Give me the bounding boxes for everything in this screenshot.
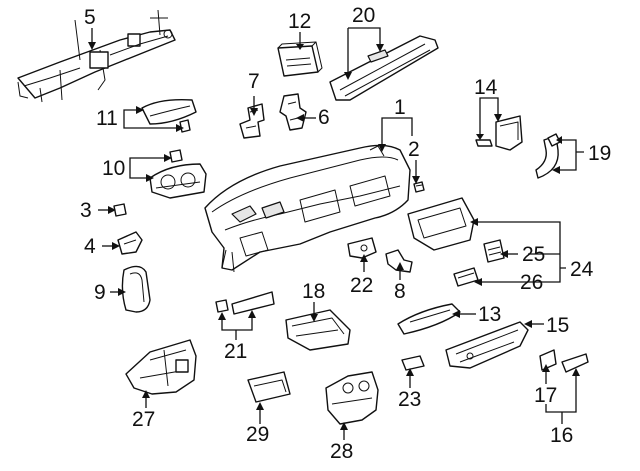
callout-8: 8 (394, 280, 406, 303)
part-1-instrument-panel (204, 144, 411, 273)
callout-15: 15 (546, 314, 569, 337)
callout-28: 28 (330, 440, 353, 463)
callout-20: 20 (352, 4, 375, 27)
part-23-panel (401, 355, 425, 371)
part-29-storage-bin (247, 371, 291, 403)
callout-22: 22 (350, 274, 373, 297)
callout-11: 11 (96, 107, 118, 130)
part-8-bracket (385, 249, 413, 273)
part-25-vent (483, 239, 505, 263)
callout-25: 25 (522, 243, 545, 266)
callout-7: 7 (248, 70, 260, 93)
callout-2: 2 (408, 138, 420, 161)
callout-26: 26 (520, 271, 543, 294)
part-15-glove-box (445, 321, 529, 369)
part-5-cross-car-beam (17, 9, 176, 103)
part-10-cluster-bezel (149, 149, 207, 199)
callout-5: 5 (84, 6, 96, 29)
callout-9: 9 (94, 281, 106, 304)
part-11-trim (141, 98, 197, 133)
part-18-lower-panel (285, 309, 351, 351)
callout-16: 16 (550, 424, 573, 447)
callout-4: 4 (84, 235, 96, 258)
part-14-trim (475, 115, 523, 151)
part-4-bracket (117, 231, 143, 255)
callout-18: 18 (302, 280, 325, 303)
part-9-end-cap (121, 265, 151, 313)
callout-24: 24 (570, 258, 594, 281)
callout-27: 27 (132, 408, 155, 431)
part-27-lower-bracket (125, 339, 197, 395)
callout-23: 23 (398, 388, 421, 411)
part-13-bolster (397, 303, 461, 335)
callout-17: 17 (534, 384, 557, 407)
part-3-clip (113, 203, 127, 217)
part-17-trim (539, 349, 557, 371)
part-16-trim (561, 353, 589, 373)
part-24-center-bezel (407, 197, 475, 251)
callout-labels: 5 12 20 7 6 11 1 2 14 19 10 3 4 9 25 24 … (80, 4, 611, 463)
part-21-trim (215, 291, 275, 315)
part-2-bolt (413, 181, 425, 193)
callout-14: 14 (474, 76, 498, 99)
part-28-center-bracket (325, 371, 379, 425)
callout-3: 3 (80, 199, 92, 222)
callout-6: 6 (318, 106, 330, 129)
part-20-defroster-trim (329, 35, 439, 101)
callout-21: 21 (224, 340, 247, 363)
part-22-bracket (347, 237, 377, 259)
callout-29: 29 (246, 423, 269, 446)
leader-lines (88, 27, 584, 440)
callout-1: 1 (394, 96, 406, 119)
part-6-bracket (279, 93, 307, 131)
callout-19: 19 (588, 142, 611, 165)
part-19-side-trim (535, 133, 561, 179)
part-26-vent (453, 267, 479, 287)
callout-13: 13 (478, 303, 501, 326)
callout-12: 12 (288, 10, 311, 33)
callout-10: 10 (102, 157, 125, 180)
